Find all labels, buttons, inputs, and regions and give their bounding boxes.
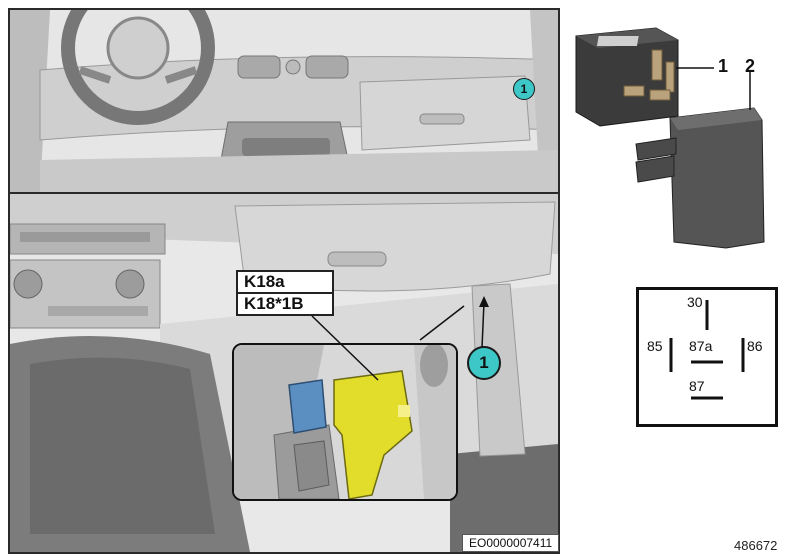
terminal-87: 87 (689, 378, 705, 394)
part-number-1: 1 (718, 56, 729, 76)
document-code: EO0000007411 (462, 534, 560, 552)
part-number-2: 2 (745, 56, 756, 76)
terminal-87a: 87a (689, 338, 713, 354)
connector-label-k18-1b: K18*1B (236, 294, 334, 316)
glovebox-detail-panel (8, 192, 560, 554)
terminal-85: 85 (647, 338, 663, 354)
reference-number: 486672 (734, 538, 778, 553)
connector-label-k18a: K18a (236, 270, 334, 294)
terminal-30: 30 (687, 294, 703, 310)
relay-detail-inset (232, 343, 458, 501)
dashboard-overview-panel (8, 8, 560, 194)
relay-part-1 (575, 27, 679, 127)
terminal-86: 86 (747, 338, 763, 354)
relay-pin-diagram: 30 85 87a 86 87 (636, 287, 778, 427)
blue-relay (288, 379, 327, 434)
relay-detail-illustration (234, 345, 456, 499)
yellow-relay (333, 370, 413, 499)
dashboard-overview-illustration (10, 10, 558, 192)
callout-1-top: 1 (513, 78, 535, 100)
relay-parts-illustration (575, 27, 765, 249)
relay-socket-part-2 (635, 107, 765, 249)
relay-pin-marks (669, 300, 745, 400)
callout-1-bottom: 1 (467, 346, 501, 380)
connector-label-group: K18a K18*1B (236, 270, 334, 316)
